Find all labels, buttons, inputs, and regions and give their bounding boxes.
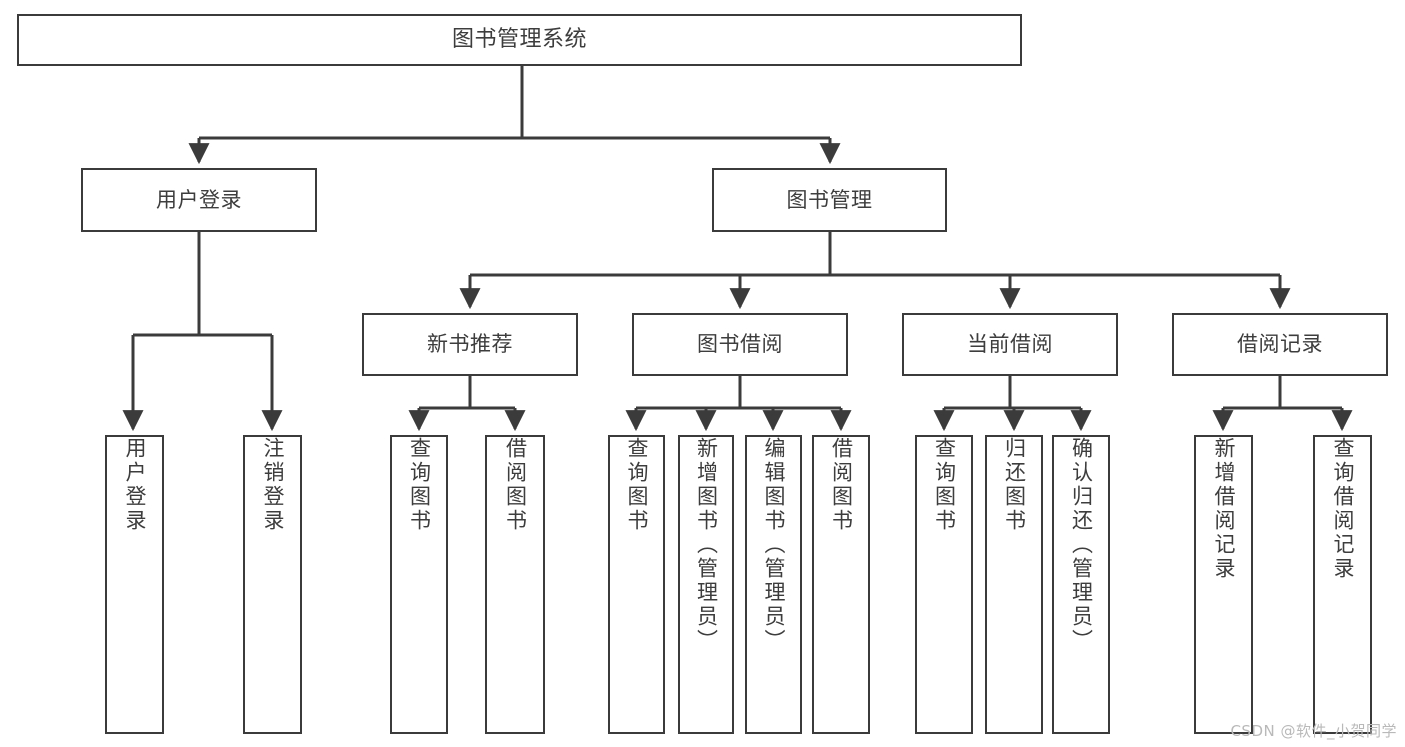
node-label: 图书管理系统 (451, 27, 587, 53)
node-label: 新书推荐 (427, 332, 513, 357)
node-level3[interactable]: 新书推荐 (362, 313, 578, 376)
node-level2[interactable]: 图书管理 (712, 168, 947, 232)
node-label: 借阅图书 (503, 437, 528, 533)
node-label: 归还图书 (1002, 437, 1027, 533)
node-leaf[interactable]: 借阅图书 (485, 435, 545, 734)
node-leaf[interactable]: 新增图书（管理员） (678, 435, 734, 734)
node-leaf[interactable]: 查询图书 (915, 435, 973, 734)
node-leaf[interactable]: 注销登录 (243, 435, 302, 734)
node-leaf[interactable]: 查询图书 (390, 435, 448, 734)
node-label: 用户登录 (156, 187, 242, 212)
node-label: 用户登录 (123, 437, 147, 533)
node-label: 查询借阅记录 (1331, 437, 1355, 581)
node-label: 图书管理 (786, 187, 873, 212)
node-level3[interactable]: 图书借阅 (632, 313, 848, 376)
node-label: 查询图书 (932, 437, 957, 533)
node-label: 查询图书 (407, 437, 432, 533)
node-level2[interactable]: 用户登录 (81, 168, 317, 232)
node-level3[interactable]: 借阅记录 (1172, 313, 1388, 376)
node-label: 图书借阅 (697, 332, 783, 357)
node-leaf[interactable]: 用户登录 (105, 435, 164, 734)
node-leaf[interactable]: 查询借阅记录 (1313, 435, 1372, 734)
watermark: CSDN @软件_小贺同学 (1230, 722, 1397, 740)
node-label: 新增借阅记录 (1212, 437, 1236, 581)
node-leaf[interactable]: 确认归还（管理员） (1052, 435, 1110, 734)
node-label: 编辑图书（管理员） (762, 437, 786, 653)
node-leaf[interactable]: 新增借阅记录 (1194, 435, 1253, 734)
node-label: 当前借阅 (967, 332, 1053, 357)
node-leaf[interactable]: 查询图书 (608, 435, 665, 734)
node-label: 查询图书 (625, 437, 649, 533)
node-label: 借阅图书 (829, 437, 854, 533)
node-leaf[interactable]: 编辑图书（管理员） (745, 435, 802, 734)
node-leaf[interactable]: 归还图书 (985, 435, 1043, 734)
node-label: 注销登录 (261, 437, 285, 533)
node-level3[interactable]: 当前借阅 (902, 313, 1118, 376)
node-label: 借阅记录 (1237, 332, 1323, 357)
node-leaf[interactable]: 借阅图书 (812, 435, 870, 734)
node-root[interactable]: 图书管理系统 (17, 14, 1022, 66)
node-label: 新增图书（管理员） (694, 437, 719, 653)
node-label: 确认归还（管理员） (1069, 437, 1094, 653)
